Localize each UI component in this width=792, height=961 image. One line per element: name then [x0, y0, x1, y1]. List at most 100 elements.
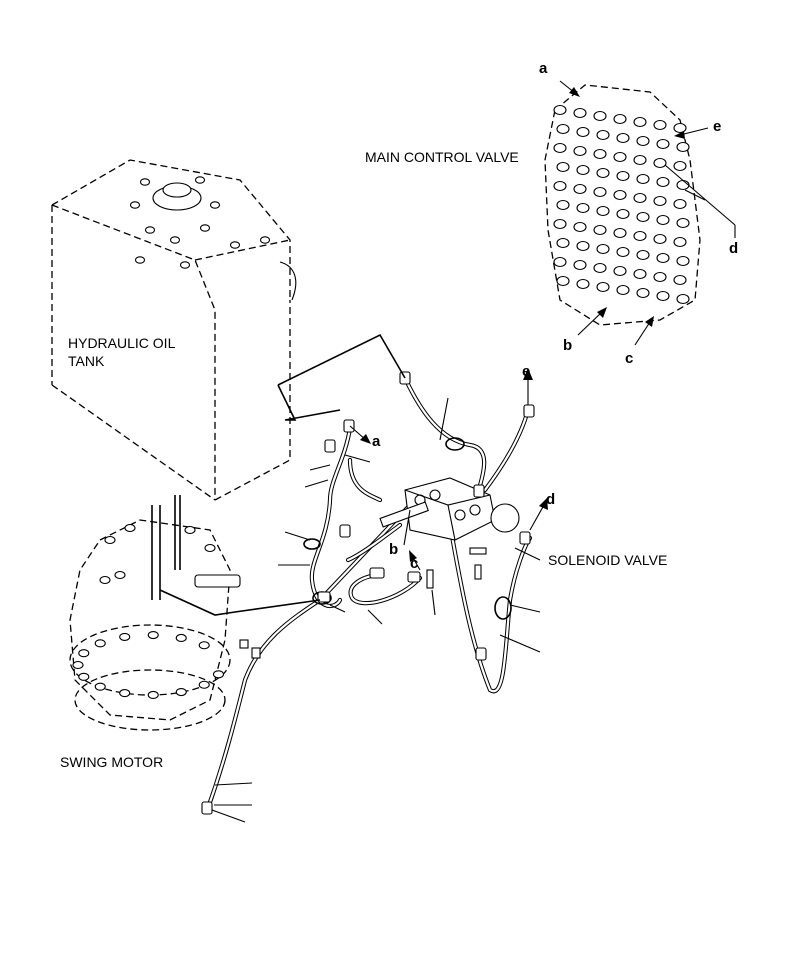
- bolt-head: [114, 570, 126, 580]
- bolt-head: [573, 107, 587, 119]
- port-label-c-valve: c: [625, 350, 633, 367]
- bolt-head: [636, 135, 650, 147]
- bolt-head: [596, 281, 610, 293]
- bolt-head: [673, 236, 687, 248]
- bolt-head: [147, 690, 159, 700]
- bolt-head: [175, 633, 187, 643]
- bolt-head: [673, 122, 687, 134]
- bolt-head: [194, 176, 206, 184]
- port-label-b-valve: b: [563, 337, 572, 354]
- bolt-head: [556, 237, 570, 249]
- bolt-head: [613, 265, 627, 277]
- bolt-head: [673, 198, 687, 210]
- port-label-e-hose: e: [522, 363, 530, 380]
- bolt-head: [204, 543, 216, 553]
- port-label-c-hose: c: [410, 555, 418, 572]
- port-label-d-valve: d: [729, 240, 738, 257]
- bolt-head: [656, 138, 670, 150]
- bolt-head: [653, 157, 667, 169]
- bolt-head: [78, 649, 90, 658]
- bolt-head: [576, 278, 590, 290]
- bolt-head: [129, 201, 141, 209]
- bolt-head: [596, 205, 610, 217]
- swing-motor-drawing: [69, 495, 241, 731]
- leader-lines: [159, 333, 541, 823]
- hydraulic-oil-tank-label-line2: TANK: [68, 353, 105, 369]
- bolt-head: [593, 262, 607, 274]
- main-control-valve-label: MAIN CONTROL VALVE: [365, 149, 519, 165]
- bolt-head: [676, 293, 690, 305]
- bolt-head: [556, 199, 570, 211]
- bolt-head: [656, 214, 670, 226]
- bolt-head: [633, 230, 647, 242]
- bolt-head: [616, 284, 630, 296]
- bolt-head: [633, 268, 647, 280]
- bolt-head: [94, 682, 106, 691]
- bolt-head: [676, 255, 690, 267]
- swing-motor-label: SWING MOTOR: [60, 754, 163, 770]
- bolt-head: [124, 523, 136, 533]
- bolt-head: [553, 256, 567, 268]
- port-label-d-hose: d: [546, 491, 555, 508]
- bolt-head: [633, 154, 647, 166]
- text-labels: MAIN CONTROL VALVE HYDRAULIC OIL TANK SO…: [60, 60, 738, 770]
- bolt-head: [212, 670, 225, 679]
- bolt-head: [676, 141, 690, 153]
- bolt-head: [676, 179, 690, 191]
- bolt-head: [553, 180, 567, 192]
- bolt-head: [616, 132, 630, 144]
- bolt-head: [653, 233, 667, 245]
- solenoid-valve-label: SOLENOID VALVE: [548, 552, 667, 568]
- bolt-head: [573, 259, 587, 271]
- bolt-head: [553, 104, 567, 116]
- bolt-head: [636, 287, 650, 299]
- bolt-head: [147, 630, 159, 640]
- bolt-head: [596, 167, 610, 179]
- bolt-head: [198, 680, 210, 689]
- bolt-head: [556, 275, 570, 287]
- bolt-head: [673, 160, 687, 172]
- bolt-head: [636, 173, 650, 185]
- bolt-head: [593, 110, 607, 122]
- solenoid-valve-drawing: [379, 477, 520, 589]
- hydraulic-oil-tank-label-line1: HYDRAULIC OIL: [68, 335, 176, 351]
- bolt-head: [553, 142, 567, 154]
- bolt-head: [184, 525, 196, 535]
- bolt-head: [613, 151, 627, 163]
- port-label-a-valve: a: [539, 60, 548, 77]
- bolt-head: [556, 161, 570, 173]
- bolt-head: [576, 164, 590, 176]
- port-label-a-hose: a: [372, 433, 381, 450]
- hose-fittings: [201, 371, 535, 815]
- bolt-head: [556, 123, 570, 135]
- bolt-head: [576, 202, 590, 214]
- bolt-head: [134, 256, 146, 264]
- bolt-head: [78, 672, 90, 681]
- bolt-head: [653, 271, 667, 283]
- bolt-head: [72, 660, 84, 670]
- bolt-head: [573, 221, 587, 233]
- bolt-head: [616, 246, 630, 258]
- bolt-head: [616, 170, 630, 182]
- bolt-head: [229, 241, 241, 249]
- bolt-head: [144, 226, 156, 234]
- bolt-head: [636, 249, 650, 261]
- bolt-head: [104, 535, 116, 545]
- bolt-head: [179, 261, 191, 269]
- hose-lines: [205, 375, 533, 811]
- bolt-head: [576, 126, 590, 138]
- bolt-head: [613, 113, 627, 125]
- bolt-head: [119, 632, 131, 641]
- bolt-head: [673, 274, 687, 286]
- bolt-head: [633, 192, 647, 204]
- bolt-head: [653, 195, 667, 207]
- bolt-head: [636, 211, 650, 223]
- bolt-head: [653, 119, 667, 131]
- bolt-head: [169, 236, 181, 244]
- bolt-head: [119, 689, 131, 698]
- bolt-head: [676, 217, 690, 229]
- bolt-head: [198, 641, 210, 650]
- bolt-head: [209, 201, 221, 209]
